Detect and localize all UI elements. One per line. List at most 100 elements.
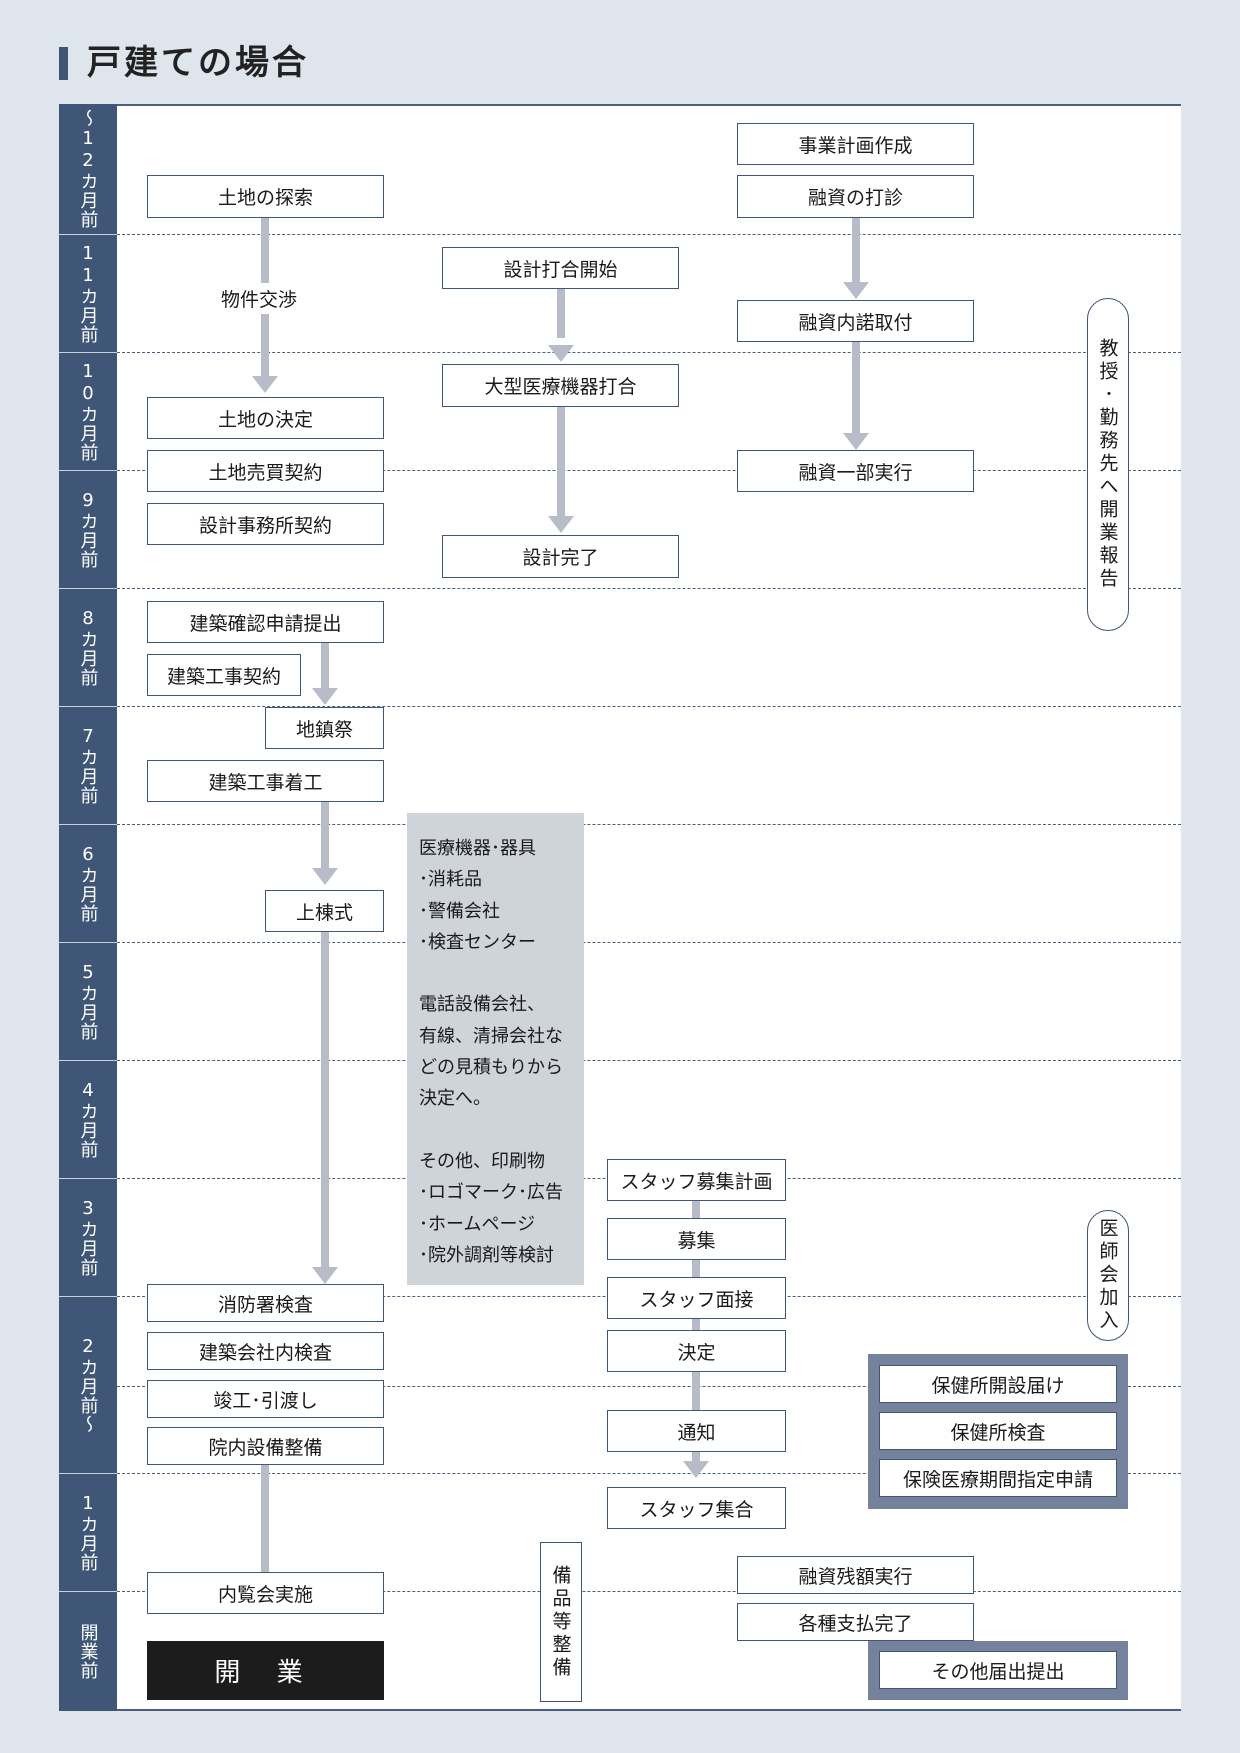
design-office-contract-box: 設計事務所契約 — [147, 503, 384, 545]
month-divider-line — [117, 588, 1181, 589]
memo-line: 医療機器･器具 — [419, 838, 536, 859]
arrow-down-icon — [843, 433, 869, 450]
month-label: 9カ月前 — [77, 489, 99, 569]
memo-line: ･検査センター — [419, 931, 536, 953]
connector-line — [321, 932, 329, 1269]
month-divider-line — [117, 1591, 1181, 1592]
arrow-down-icon — [683, 1461, 709, 1478]
month-divider-line — [117, 706, 1181, 707]
month-label: 11カ月前 — [77, 242, 99, 344]
connector-line — [692, 1200, 700, 1440]
connector-line — [692, 1450, 700, 1463]
month-divider — [59, 1473, 117, 1474]
design-complete-box: 設計完了 — [442, 535, 679, 578]
staff-plan-box: スタッフ募集計画 — [607, 1159, 786, 1201]
loan-partial-box: 融資一部実行 — [737, 450, 974, 492]
month-label: 10カ月前 — [77, 360, 99, 462]
month-divider-line — [117, 470, 1181, 471]
month-divider — [59, 942, 117, 943]
construction-contract-box: 建築工事契約 — [147, 654, 301, 696]
month-divider-line — [117, 1386, 1181, 1387]
memo-line — [419, 958, 576, 989]
memo-line: どの見積もりから — [419, 1057, 563, 1079]
month-divider — [59, 1591, 117, 1592]
arrow-down-icon — [312, 1267, 338, 1284]
memo-line: 電話設備会社、 — [419, 994, 545, 1016]
month-divider-line — [117, 1473, 1181, 1474]
month-divider — [59, 1296, 117, 1297]
negotiation-label: 物件交渉 — [217, 283, 302, 314]
connector-line — [557, 288, 565, 338]
month-divider-line — [117, 942, 1181, 943]
arrow-down-icon — [312, 868, 338, 885]
month-column — [59, 104, 117, 1711]
land-decision-box: 土地の決定 — [147, 397, 384, 439]
month-divider — [59, 352, 117, 353]
month-label: 4カ月前 — [77, 1079, 99, 1159]
month-label: 8カ月前 — [77, 607, 99, 687]
memo-line — [419, 1115, 576, 1146]
connector-line — [557, 407, 565, 517]
loan-approval-box: 融資内諾取付 — [737, 300, 974, 342]
facility-setup-box: 院内設備整備 — [147, 1427, 384, 1465]
health-center-inspection-box: 保健所検査 — [879, 1412, 1117, 1450]
memo-panel: 医療機器･器具 ･消耗品 ･警備会社 ･検査センター 電話設備会社、 有線、清掃… — [407, 813, 584, 1285]
month-divider — [59, 706, 117, 707]
equipment-meeting-box: 大型医療機器打合 — [442, 364, 679, 407]
opening-box: 開 業 — [147, 1641, 384, 1700]
insurance-application-box: 保険医療期間指定申請 — [879, 1459, 1117, 1497]
connector-line — [852, 342, 860, 436]
month-divider — [59, 1060, 117, 1061]
memo-line: ･警備会社 — [419, 900, 500, 922]
notification-box: 通知 — [607, 1410, 786, 1452]
month-divider-line — [117, 352, 1181, 353]
completion-box: 竣工･引渡し — [147, 1380, 384, 1418]
other-notices-box: その他届出提出 — [879, 1651, 1117, 1689]
arrow-down-icon — [843, 282, 869, 299]
month-label: 3カ月前 — [77, 1197, 99, 1277]
recruitment-box: 募集 — [607, 1218, 786, 1260]
arrow-down-icon — [548, 345, 574, 362]
memo-line: 有線、清掃会社な — [419, 1025, 563, 1047]
construction-start-box: 建築工事着工 — [147, 760, 384, 802]
page-title: 戸建ての場合 — [87, 43, 309, 83]
memo-line: その他、印刷物 — [419, 1150, 545, 1172]
title-accent-bar — [59, 47, 68, 80]
month-divider-line — [117, 234, 1181, 235]
month-label: 5カ月前 — [77, 961, 99, 1041]
building-application-box: 建築確認申請提出 — [147, 601, 384, 643]
loan-inquiry-box: 融資の打診 — [737, 175, 974, 218]
month-label: ～12カ月前 — [77, 109, 99, 229]
fire-inspection-box: 消防署検査 — [147, 1284, 384, 1322]
month-divider — [59, 234, 117, 235]
arrow-down-icon — [548, 516, 574, 533]
staff-gathering-box: スタッフ集合 — [607, 1487, 786, 1529]
connector-line — [852, 218, 860, 284]
land-search-box: 土地の探索 — [147, 175, 384, 218]
month-label: 開業前 — [77, 1622, 99, 1680]
supplies-box: 備品等整備 — [540, 1542, 582, 1702]
business-plan-box: 事業計画作成 — [737, 123, 974, 165]
month-label: 2カ月前～ — [77, 1335, 99, 1434]
design-start-box: 設計打合開始 — [442, 247, 679, 289]
health-center-notice-box: 保健所開設届け — [879, 1365, 1117, 1403]
memo-line: ･ホームページ — [419, 1213, 536, 1235]
month-label: 1カ月前 — [77, 1492, 99, 1572]
land-contract-box: 土地売買契約 — [147, 450, 384, 492]
loan-remaining-box: 融資残額実行 — [737, 1556, 974, 1594]
medical-association-pill: 医師会加入 — [1087, 1210, 1129, 1341]
interview-box: スタッフ面接 — [607, 1277, 786, 1319]
decision-box: 決定 — [607, 1330, 786, 1372]
month-divider — [59, 824, 117, 825]
groundbreaking-box: 地鎮祭 — [265, 707, 384, 749]
month-label: 6カ月前 — [77, 843, 99, 923]
framework-ceremony-box: 上棟式 — [265, 890, 384, 932]
month-divider — [59, 588, 117, 589]
memo-line: ･院外調剤等検討 — [419, 1244, 554, 1266]
arrow-down-icon — [252, 376, 278, 393]
memo-line: 決定へ。 — [419, 1088, 491, 1110]
month-divider — [59, 470, 117, 471]
month-divider — [59, 1178, 117, 1179]
preview-box: 内覧会実施 — [147, 1572, 384, 1614]
memo-line: ･ロゴマーク･広告 — [419, 1182, 563, 1204]
